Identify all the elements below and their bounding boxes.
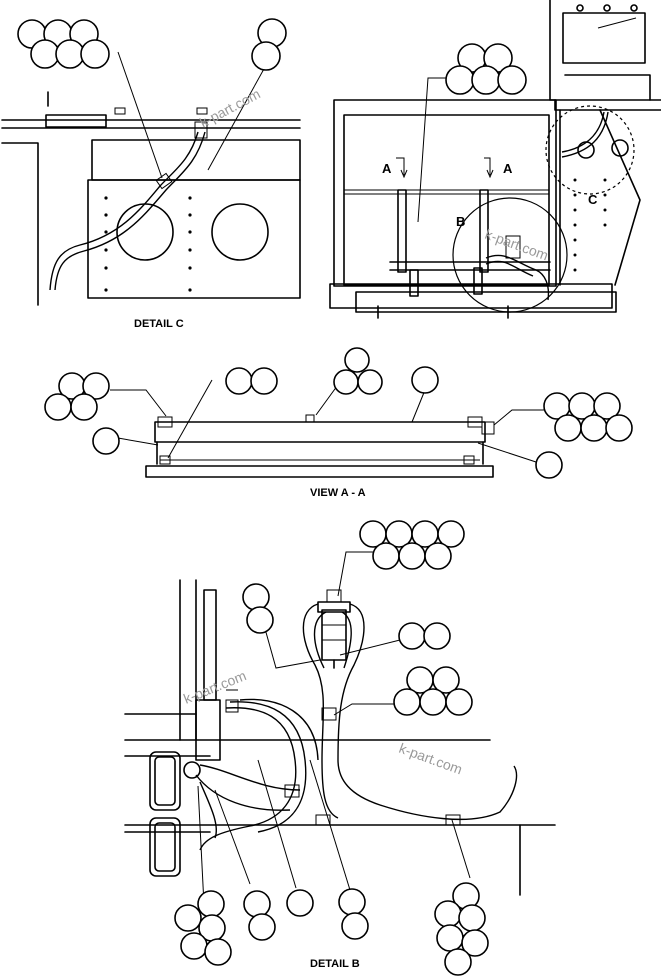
view-a-a-label: VIEW A - A — [310, 487, 366, 499]
detail-b-label: DETAIL B — [310, 958, 360, 970]
main-view: A A B C k-part.com — [329, 0, 661, 319]
detail-c-mark: C — [588, 192, 598, 207]
section-a-right: A — [503, 161, 513, 176]
detail-c-label: DETAIL C — [134, 318, 184, 330]
detail-c: DETAIL C k-part.com — [1, 18, 301, 330]
detail-b-mark: B — [456, 214, 465, 229]
detail-b: DETAIL B k-part.com k-part.com — [124, 520, 556, 976]
view-a-a: VIEW A - A — [44, 347, 633, 499]
watermark-4: k-part.com — [397, 740, 465, 778]
section-a-left: A — [382, 161, 392, 176]
